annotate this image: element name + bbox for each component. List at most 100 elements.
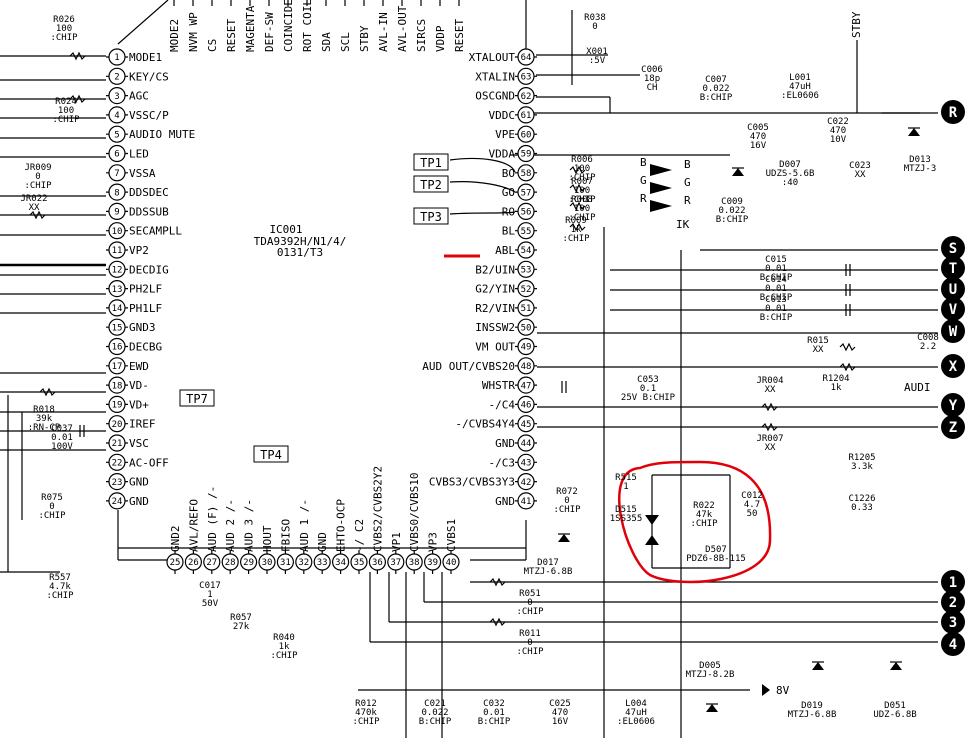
pin-label-61: VDDC xyxy=(489,109,516,122)
pin-label-35: -/ C2 xyxy=(353,519,366,552)
pin-number-57: 57 xyxy=(521,188,532,198)
pin-33 xyxy=(313,553,331,571)
component-r006-value: 100 xyxy=(574,164,590,174)
top-pin-label-7: ROT COIL xyxy=(301,0,314,52)
component-r011-value: 0 xyxy=(527,638,532,648)
pin-number-28: 28 xyxy=(225,558,236,568)
stby-label: STBY xyxy=(850,11,863,38)
pin-label-41: GND xyxy=(495,495,515,508)
component-jr004-ref: JR004 xyxy=(756,376,783,386)
component-c022-value: 470 xyxy=(830,126,846,136)
pin-number-8: 8 xyxy=(114,188,119,198)
connector-r xyxy=(941,100,965,124)
pin-number-54: 54 xyxy=(521,246,532,256)
pin-48 xyxy=(517,357,535,375)
pin-number-55: 55 xyxy=(521,227,532,237)
pin-label-7: VSSA xyxy=(129,167,156,180)
component-c006-value: 18p xyxy=(644,74,660,84)
pin-51 xyxy=(517,299,535,317)
component-c025-ref: C025 xyxy=(549,699,571,709)
connector-label-x: X xyxy=(949,359,958,375)
pin-number-9: 9 xyxy=(114,208,119,218)
component-c037-ref: C037 xyxy=(51,424,73,434)
zener-d013-body xyxy=(908,128,920,136)
component-r557-ref: R557 xyxy=(49,573,71,583)
drive-out-label-b: B xyxy=(684,158,691,171)
pin-label-18: VD- xyxy=(129,379,149,392)
component-jr022-value: XX xyxy=(29,203,40,213)
pin-16 xyxy=(108,337,126,356)
pin-number-36: 36 xyxy=(372,558,383,568)
component-c037-value: 0.01 xyxy=(51,433,73,443)
pin-10 xyxy=(108,222,126,240)
component-c032-note: B:CHIP xyxy=(478,717,511,727)
component-x001-ref: X001 xyxy=(586,47,608,57)
pin-number-35: 35 xyxy=(354,558,365,568)
connector-label-u: U xyxy=(949,282,957,298)
zener-d007-body xyxy=(732,168,744,176)
zener-d019-body xyxy=(812,662,824,670)
component-c022-note: 10V xyxy=(830,135,847,145)
connector-u xyxy=(941,277,965,301)
connector-4 xyxy=(941,632,965,656)
pin-label-13: PH2LF xyxy=(129,283,162,296)
pin-label-38: CVBS0/CVBS10 xyxy=(408,473,421,552)
tp3-lead xyxy=(449,211,516,215)
component-c007-note: B:CHIP xyxy=(700,93,733,103)
component-d017-value: MTZJ-6.8B xyxy=(524,567,573,577)
pin-52 xyxy=(517,280,535,298)
component-d507-value: PDZ6-8B-115 xyxy=(686,554,746,564)
resistor-r024 xyxy=(69,94,86,104)
pin-32 xyxy=(295,553,313,571)
top-pin-label-0: MODE2 xyxy=(168,19,181,52)
pin-39 xyxy=(424,553,442,571)
component-d507-ref: D507 xyxy=(705,545,727,555)
pin-37 xyxy=(387,553,405,571)
pin-number-10: 10 xyxy=(112,227,123,237)
component-r022-note: :CHIP xyxy=(690,519,718,529)
component-c021-value: 0.022 xyxy=(421,708,448,718)
pin-number-18: 18 xyxy=(112,381,123,391)
pin-label-29: AUD 3 /- xyxy=(243,499,256,552)
pin-55 xyxy=(517,222,535,240)
pin-label-48: AUD OUT/CVBS20 xyxy=(422,360,515,373)
component-d515-ref: D515 xyxy=(615,505,637,515)
pin-number-14: 14 xyxy=(112,304,123,314)
component-r075-ref: R075 xyxy=(41,493,63,503)
top-pin-label-1: NVM WP xyxy=(187,12,200,52)
pin-23 xyxy=(108,473,126,491)
pin-20 xyxy=(108,415,126,433)
pin-label-25: GND2 xyxy=(169,526,182,553)
pin-number-17: 17 xyxy=(112,362,123,372)
pin-label-27: AUD (F) /- xyxy=(206,486,219,552)
drive-out-label-r: R xyxy=(684,194,691,207)
component-c008-value: 2.2 xyxy=(920,342,936,352)
component-c005-note: 16V xyxy=(750,141,767,151)
pin-41 xyxy=(517,492,535,510)
connector-w xyxy=(941,319,965,343)
test-point-tp3-box xyxy=(413,207,449,225)
pin-label-12: DECDIG xyxy=(129,263,169,276)
pin-4 xyxy=(108,106,126,124)
pin-number-27: 27 xyxy=(206,558,217,568)
component-c009-ref: C009 xyxy=(721,197,743,207)
pin-number-12: 12 xyxy=(112,266,123,276)
component-c053-ref: C053 xyxy=(637,375,659,385)
pin-11 xyxy=(108,241,126,259)
pin-2 xyxy=(108,67,126,85)
component-c017-value: 1 xyxy=(207,590,212,600)
component-r557-value: 4.7k xyxy=(49,582,71,592)
pin-label-63: XTALIN xyxy=(475,70,515,83)
component-c025-value: 470 xyxy=(552,708,568,718)
tp2-lead xyxy=(449,181,516,193)
pin-number-63: 63 xyxy=(521,73,532,83)
pin-label-45: -/CVBS4Y4 xyxy=(455,418,515,431)
drive-arrow-b xyxy=(650,164,672,176)
zener-d005-body xyxy=(706,704,718,712)
pin-label-26: AVL/REFO xyxy=(187,499,200,552)
pin-number-61: 61 xyxy=(521,111,532,121)
top-pin-label-11: AVL-IN xyxy=(377,12,390,52)
component-l004-value: 47uH xyxy=(625,708,647,718)
component-c006-ref: C006 xyxy=(641,65,663,75)
